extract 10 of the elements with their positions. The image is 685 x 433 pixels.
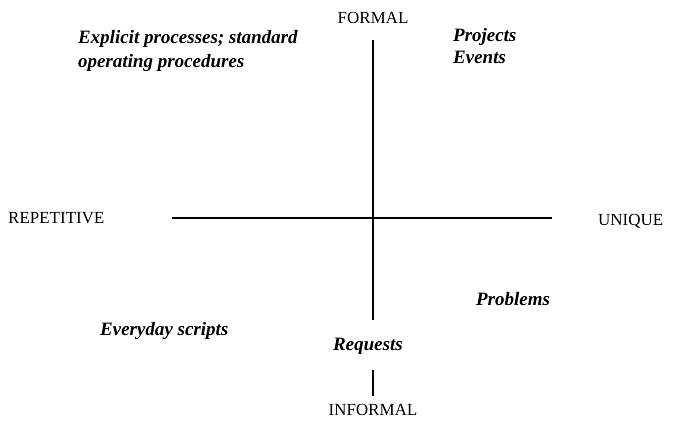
axis-label: INFORMAL [328,399,418,421]
quadrant-text: Projects [453,24,516,48]
axis-label: REPETITIVE [8,207,104,229]
axis-label: UNIQUE [598,209,664,231]
quadrant-text: Explicit processes; standard operating procedures [78,26,298,74]
quadrant-text: Requests [333,333,403,357]
quadrant-text: Problems [476,288,550,312]
quadrant-text: Events [453,46,506,70]
quadrant-text: Everyday scripts [100,318,228,342]
axis-label: FORMAL [338,7,408,29]
